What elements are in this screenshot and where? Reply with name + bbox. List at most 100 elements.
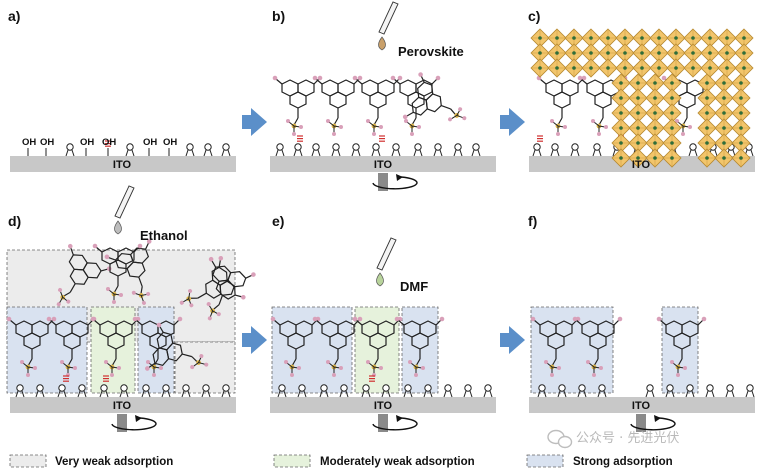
ito-substrate	[270, 156, 496, 172]
surface-oxygen-site	[297, 384, 307, 398]
surface-oxygen-site	[577, 384, 587, 398]
surface-oxygen-site	[339, 384, 349, 398]
legend-swatch-moderate	[273, 454, 311, 468]
surface-oxygen-site	[685, 384, 695, 398]
surface-oxygen-site	[537, 384, 547, 398]
panel-label-c: c)	[528, 8, 540, 24]
surface-oxygen-site	[141, 384, 151, 398]
wechat-icon	[547, 429, 573, 449]
surface-oxygen-site	[361, 384, 371, 398]
surface-oxygen-site	[570, 143, 580, 157]
ito-substrate	[529, 156, 755, 172]
surface-oxygen-site	[597, 384, 607, 398]
surface-oxygen-site	[557, 384, 567, 398]
sam-molecule	[272, 75, 323, 137]
surface-oxygen-site	[391, 143, 401, 157]
surface-oxygen-site	[161, 384, 171, 398]
panel-label-a: a)	[8, 8, 20, 24]
spin-arrow-icon	[630, 414, 676, 432]
perovskite-octahedron	[547, 58, 567, 78]
sam-molecule	[401, 71, 477, 140]
solvent-label-dmf: DMF	[400, 279, 428, 294]
surface-oxygen-site	[381, 384, 391, 398]
oh-label: OH	[40, 137, 54, 148]
perovskite-octahedron	[632, 58, 652, 78]
hydrogen-bond	[378, 135, 386, 142]
oh-label: OH	[22, 137, 36, 148]
substrate-label-c: ITO	[632, 159, 651, 171]
strong-region	[530, 306, 614, 394]
flow-arrow-icon	[500, 326, 525, 354]
panel-label-f: f)	[528, 213, 537, 229]
perovskite-octahedron	[666, 58, 686, 78]
ito-substrate	[10, 397, 236, 413]
substrate-label-a: ITO	[113, 159, 132, 171]
oh-label: OH	[102, 137, 116, 148]
watermark-text: 公众号 · 先进光伏	[576, 431, 679, 446]
pipette-icon	[114, 185, 135, 235]
ito-substrate	[10, 156, 236, 172]
strong-region	[137, 306, 175, 394]
perovskite-octahedron	[700, 58, 720, 78]
sam-molecule	[312, 75, 363, 137]
surface-oxygen-site	[77, 384, 87, 398]
flow-arrow-icon	[242, 108, 267, 136]
oh-label: OH	[80, 137, 94, 148]
surface-oxygen-site	[221, 143, 231, 157]
substrate-label-f: ITO	[632, 400, 651, 412]
hydroxyl-labels: OH OH OH OH OH OH	[22, 137, 177, 148]
legend: Very weak adsorption Moderately weak ads…	[9, 454, 673, 468]
surface-oxygen-site	[185, 143, 195, 157]
pipette-icon	[376, 237, 397, 287]
surface-oxygen-site	[645, 384, 655, 398]
legend-label-moderate: Moderately weak adsorption	[320, 456, 475, 468]
pipette-icon	[378, 1, 399, 51]
surface-oxygen-site	[57, 384, 67, 398]
strong-region	[6, 306, 88, 394]
solvent-label-perovskite: Perovskite	[398, 44, 464, 59]
surface-oxygen-site	[65, 143, 75, 157]
solvent-label-ethanol: Ethanol	[140, 228, 188, 243]
perovskite-lattice	[530, 28, 754, 168]
hydrogen-bond	[536, 135, 544, 142]
surface-oxygen-site	[688, 143, 698, 157]
legend-swatch-very-weak	[9, 454, 47, 468]
perovskite-octahedron	[598, 58, 618, 78]
surface-oxygen-site	[275, 143, 285, 157]
surface-oxygen-site	[99, 384, 109, 398]
perovskite-octahedron	[530, 58, 550, 78]
moderate-region	[90, 306, 136, 394]
panel-label-b: b)	[272, 8, 285, 24]
strong-region	[661, 306, 699, 394]
oh-label: OH	[143, 137, 157, 148]
panel-label-d: d)	[8, 213, 21, 229]
surface-oxygen-site	[311, 143, 321, 157]
surface-oxygen-site	[403, 384, 413, 398]
surface-oxygen-site	[725, 384, 735, 398]
ito-substrate	[270, 397, 496, 413]
surface-oxygen-site	[351, 143, 361, 157]
spin-arrow-icon	[111, 414, 157, 432]
surface-oxygen-site	[705, 384, 715, 398]
surface-oxygen-site	[125, 143, 135, 157]
substrate-label-d: ITO	[113, 400, 132, 412]
sam-molecule	[352, 75, 403, 137]
perovskite-octahedron	[615, 58, 635, 78]
perovskite-octahedron	[649, 58, 669, 78]
flow-arrow-icon	[500, 108, 525, 136]
oh-label: OH	[163, 137, 177, 148]
perovskite-octahedron	[564, 58, 584, 78]
substrate-label-e: ITO	[374, 400, 393, 412]
surface-oxygen-site	[532, 143, 542, 157]
sam-molecule	[536, 75, 587, 137]
legend-label-strong: Strong adsorption	[573, 456, 673, 468]
surface-oxygen-site	[453, 143, 463, 157]
surface-oxygen-site	[319, 384, 329, 398]
moderate-region	[354, 306, 400, 394]
legend-label-very-weak: Very weak adsorption	[55, 456, 173, 468]
surface-oxygen-site	[550, 143, 560, 157]
perovskite-octahedron	[683, 58, 703, 78]
surface-oxygen-site	[35, 384, 45, 398]
surface-oxygen-site	[203, 143, 213, 157]
